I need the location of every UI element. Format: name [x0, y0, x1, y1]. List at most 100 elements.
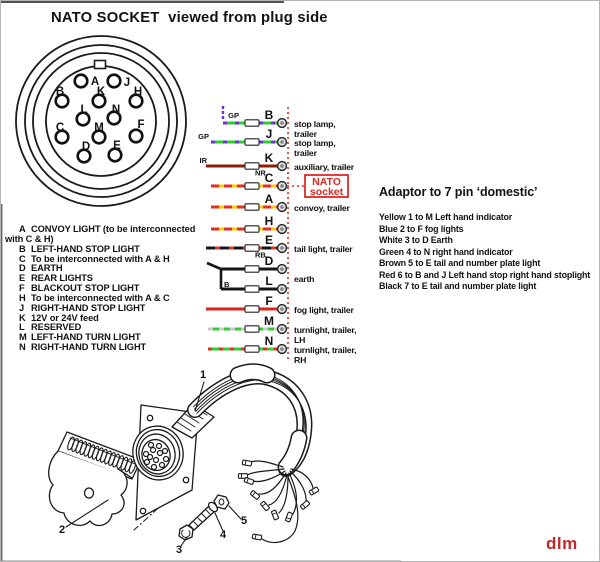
wire-letter-L: L [265, 274, 272, 288]
wire-end-terminal [243, 477, 255, 485]
terminal-center [280, 327, 284, 331]
socket-pin-label-K: K [97, 86, 106, 98]
nato-box-text: socket [310, 186, 344, 198]
socket-pin-E [107, 147, 123, 163]
cable-code-label: GP [198, 132, 209, 141]
ferrule [244, 265, 260, 273]
terminal-center [280, 287, 284, 291]
adaptor-line: Yellow 1 to M Left hand indicator [379, 212, 513, 222]
socket-pin-M [91, 129, 107, 145]
legend-item-text: To be interconnected with A & C [31, 292, 170, 303]
wire-function-label: auxiliary, trailer [294, 162, 355, 172]
wire-letter-N: N [265, 334, 274, 348]
adaptor-line: White 3 to D Earth [379, 235, 453, 245]
legend-item: with C & H) [5, 234, 195, 245]
wire-letter-J: J [266, 127, 273, 141]
ferrule [244, 325, 260, 333]
wire-function-label: fog light, trailer [294, 305, 354, 315]
terminal-center [280, 347, 284, 351]
wire-function-label: stop lamp, [294, 119, 335, 129]
terminal-center [280, 227, 284, 231]
adaptor-line: Brown 5 to E tail and number plate light [379, 258, 541, 268]
legend-item-text: LEFT-HAND STOP LIGHT [31, 243, 140, 254]
legend-item-text: To be interconnected with A & H [31, 253, 170, 264]
socket-pin-C [54, 129, 70, 145]
cable-code-label: B [224, 280, 230, 289]
socket-pin-label-H: H [134, 86, 142, 98]
wire-letter-K: K [265, 151, 274, 165]
ferrule [244, 119, 260, 127]
legend-item-letter: D [19, 263, 26, 274]
wire-function-label: trailer [294, 129, 318, 139]
wire-letter-M: M [264, 314, 274, 328]
wire-end-terminal [271, 509, 279, 521]
ferrule [244, 182, 260, 190]
terminal-center [280, 184, 284, 188]
connector-barrel [132, 425, 184, 481]
wire-letter-C: C [265, 171, 274, 185]
cover-assembly [48, 431, 142, 527]
wire-letter-E: E [265, 233, 273, 247]
legend-item-letter: K [19, 312, 26, 323]
legend-item-text: 12V or 24V feed [31, 312, 99, 323]
ferrule [244, 162, 260, 170]
ferrule [244, 225, 260, 233]
terminal-center [280, 140, 284, 144]
wire-letter-F: F [265, 294, 272, 308]
harness-wire-ends [237, 459, 320, 544]
legend-item-letter: H [19, 292, 26, 303]
legend-item-letter: M [19, 332, 27, 343]
figure-item-number-2: 2 [59, 524, 65, 536]
socket-pin-H [128, 93, 144, 109]
cable-code-label: NR [255, 169, 266, 178]
socket-pin-N [106, 110, 122, 126]
legend-item-text: LEFT-HAND TURN LIGHT [31, 332, 141, 343]
wire-letter-A: A [265, 192, 274, 206]
adaptor-line: Blue 2 to F fog lights [379, 223, 464, 234]
connector-pins [142, 441, 170, 471]
socket-ring [15, 35, 187, 207]
legend-item-text: RESERVED [31, 322, 82, 333]
cable-code-label: RB [255, 251, 266, 260]
socket-pin-F [128, 128, 144, 144]
legend-item-text: REAR LIGHTS [31, 273, 93, 284]
figure-item-number-4: 4 [220, 529, 227, 541]
legend-item: K 12V or 24V feed [5, 312, 195, 324]
figure-item-number-5: 5 [241, 515, 247, 527]
wire-function-label: tail light, trailer [294, 244, 353, 254]
socket-pin-J [106, 73, 122, 89]
wire-end-terminal [249, 490, 261, 500]
nato-box-text: NATO [312, 176, 341, 188]
wire-function-label: stop lamp, [294, 138, 335, 148]
cable-code-label: GP [228, 111, 239, 120]
wire-end-terminal [308, 486, 320, 496]
socket-pin-D [76, 148, 92, 164]
socket-ring [32, 52, 170, 190]
socket-pin-label-J: J [124, 77, 130, 89]
legend-item-letter: A [19, 224, 26, 234]
ferrule [244, 305, 260, 313]
wire-function-label: LH [294, 335, 305, 345]
adaptor-title: Adaptor to 7 pin ‘domestic’ [379, 185, 538, 199]
cable-code-label: IR [200, 156, 208, 165]
figure-item-number-1: 1 [200, 369, 206, 381]
ferrule [244, 285, 260, 293]
legend-item-letter: E [19, 273, 26, 284]
socket-pin-L [75, 111, 91, 127]
socket-pin-label-A: A [91, 76, 99, 88]
wire-letter-D: D [265, 254, 274, 268]
legend-item-text: RIGHT-HAND TURN LIGHT [31, 342, 147, 353]
